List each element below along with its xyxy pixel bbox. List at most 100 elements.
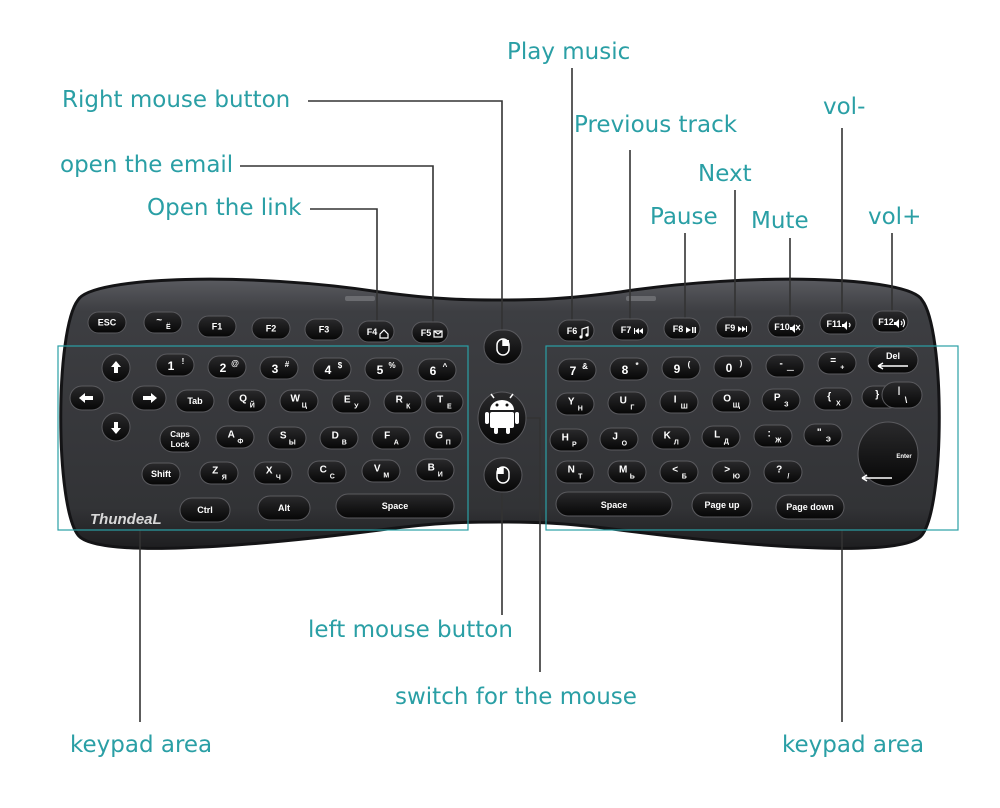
key-backslash[interactable]: |\ [881, 381, 923, 409]
music-icon [579, 326, 589, 339]
key-tab[interactable]: Tab [175, 389, 215, 413]
key-label-minus: - [780, 358, 783, 369]
key-f6[interactable]: F6 [557, 319, 595, 342]
mouse-switch-button[interactable] [477, 391, 527, 445]
key-f4[interactable]: F4 [357, 320, 395, 343]
key-label-c_ru: С [330, 474, 335, 481]
left-mouse-button[interactable] [483, 457, 523, 493]
key-label-equal: = [830, 355, 836, 366]
key-s[interactable]: SЫ [267, 426, 307, 450]
key-label-r: R [396, 394, 404, 405]
key-alt[interactable]: Alt [257, 495, 311, 521]
key-c[interactable]: CС [307, 460, 347, 484]
key-f5[interactable]: F5 [411, 321, 449, 344]
key-n3[interactable]: 3# [259, 356, 299, 380]
key-label-n6s: ^ [443, 362, 448, 371]
key-label-rbrace: } [875, 389, 879, 400]
android-icon [485, 393, 519, 434]
key-question[interactable]: ?/ [763, 460, 803, 484]
key-w[interactable]: WЦ [279, 389, 319, 413]
key-f11[interactable]: F11 [819, 312, 857, 335]
key-label-p: P [774, 392, 781, 403]
key-j[interactable]: JО [599, 427, 639, 451]
key-quote[interactable]: "Э [803, 423, 843, 447]
key-a[interactable]: AФ [215, 425, 255, 449]
key-label-backslash: \ [905, 395, 908, 405]
key-label-s: S [280, 430, 287, 441]
key-arrow-down[interactable] [101, 412, 131, 442]
key-label-n4s: $ [338, 361, 343, 370]
key-n5[interactable]: 5% [364, 357, 404, 381]
key-del[interactable]: Del [867, 346, 919, 374]
key-o[interactable]: OЩ [711, 389, 751, 413]
key-tilde[interactable]: ~Ё [143, 311, 183, 334]
key-f7[interactable]: F7 [611, 318, 649, 341]
key-page_up[interactable]: Page up [691, 492, 753, 518]
key-f2[interactable]: F2 [251, 317, 291, 340]
key-f9[interactable]: F9 [715, 316, 753, 339]
key-ctrl[interactable]: Ctrl [179, 497, 231, 523]
key-v[interactable]: VМ [361, 459, 401, 483]
key-arrow-up[interactable] [101, 353, 131, 383]
key-space[interactable]: Space [335, 493, 455, 519]
key-n9[interactable]: 9( [661, 356, 701, 380]
key-n1[interactable]: 1! [155, 353, 195, 377]
key-enter[interactable]: Enter [857, 421, 919, 487]
key-f1[interactable]: F1 [197, 315, 237, 338]
key-f10[interactable]: F10 [767, 315, 805, 338]
callout-next: Next [698, 161, 752, 187]
key-n4[interactable]: 4$ [312, 357, 352, 381]
key-n2[interactable]: 2@ [207, 355, 247, 379]
key-label-f7: F7 [621, 325, 632, 335]
next-icon [738, 326, 747, 332]
key-colon[interactable]: :Ж [753, 424, 793, 448]
key-z[interactable]: ZЯ [199, 461, 239, 485]
key-m[interactable]: MЬ [607, 460, 647, 484]
key-arrow-left[interactable] [69, 385, 105, 411]
key-label-n9: 9 [674, 362, 681, 376]
key-d[interactable]: DВ [319, 426, 359, 450]
key-equal[interactable]: =+ [817, 351, 857, 375]
key-t[interactable]: TЕ [424, 390, 464, 414]
key-q[interactable]: QЙ [227, 389, 267, 413]
key-esc[interactable]: ESC [87, 311, 127, 334]
key-n[interactable]: NТ [555, 460, 595, 484]
key-n6[interactable]: 6^ [417, 358, 457, 382]
key-n8[interactable]: 8* [609, 357, 649, 381]
key-label-v: V [374, 463, 381, 474]
key-g[interactable]: GП [423, 426, 463, 450]
key-shift[interactable]: Shift [141, 462, 181, 486]
key-arrow-right[interactable] [131, 385, 167, 411]
key-label-j: J [612, 431, 618, 442]
key-e[interactable]: EУ [331, 390, 371, 414]
key-k[interactable]: KЛ [651, 426, 691, 450]
key-n0[interactable]: 0) [713, 355, 753, 379]
key-gt[interactable]: >Ю [711, 460, 751, 484]
key-h[interactable]: HР [549, 428, 589, 452]
key-label-f8: F8 [673, 324, 684, 334]
key-i[interactable]: IШ [659, 390, 699, 414]
key-f3[interactable]: F3 [304, 318, 344, 341]
key-lt[interactable]: <Б [659, 460, 699, 484]
key-page_down[interactable]: Page down [775, 494, 845, 520]
key-space-right[interactable]: Space [555, 491, 673, 517]
key-label-g_ru: П [446, 440, 451, 447]
key-label-i_ru: Ш [681, 404, 688, 411]
key-p[interactable]: PЗ [761, 388, 801, 412]
key-lbrace[interactable]: {Х [813, 387, 853, 411]
key-u[interactable]: UГ [607, 391, 647, 415]
key-f[interactable]: FА [371, 426, 411, 450]
key-b[interactable]: BИ [415, 458, 455, 482]
key-label-f4: F4 [367, 327, 378, 337]
key-l[interactable]: LД [701, 425, 741, 449]
callout-keypad-area-right: keypad area [782, 732, 925, 758]
key-x[interactable]: XЧ [253, 461, 293, 485]
key-minus[interactable]: -— [765, 354, 805, 378]
key-y[interactable]: YН [555, 392, 595, 416]
key-r[interactable]: RК [383, 390, 423, 414]
key-n7[interactable]: 7& [557, 358, 597, 382]
right-mouse-button[interactable] [483, 329, 523, 365]
key-f12[interactable]: F12 [871, 310, 909, 333]
key-f8[interactable]: F8 [663, 317, 701, 340]
